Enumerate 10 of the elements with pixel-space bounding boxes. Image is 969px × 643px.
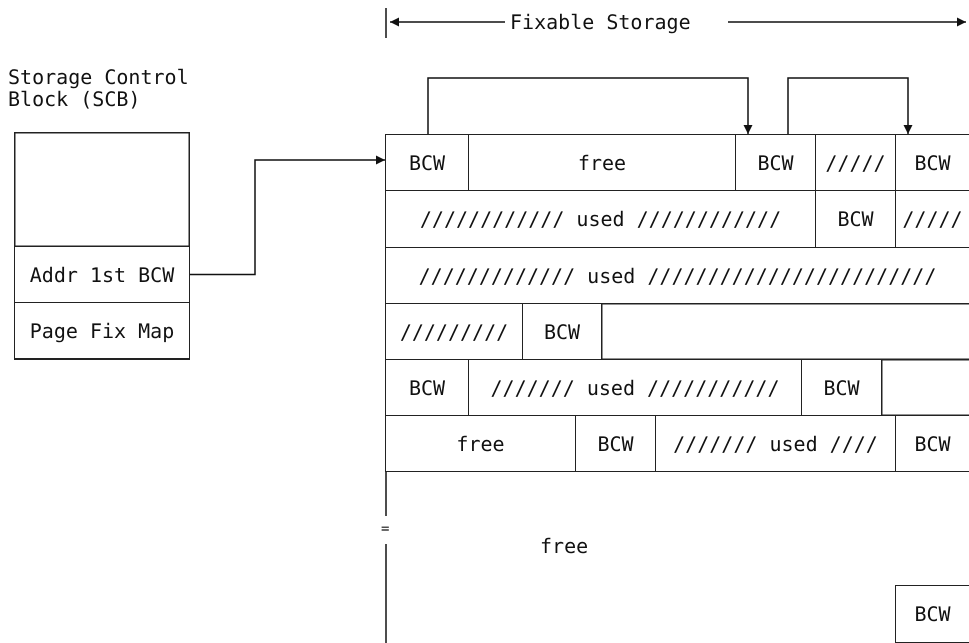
arrow: [427, 77, 752, 134]
break-mark: =: [381, 522, 390, 536]
memory-cell: free: [385, 415, 576, 472]
memory-cell: BCW: [385, 134, 469, 191]
memory-cell: BCW: [895, 585, 969, 643]
area-label: free: [540, 534, 588, 558]
dimension-label: Fixable Storage: [510, 12, 691, 32]
arrow: [787, 77, 912, 134]
block-heading: Storage Control Block (SCB): [8, 66, 190, 110]
arrow: [190, 156, 385, 276]
